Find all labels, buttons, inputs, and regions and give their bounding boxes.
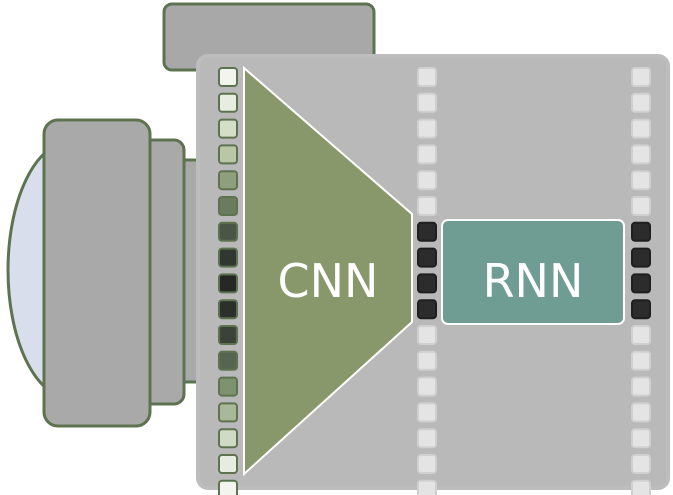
input-pixel-cell: [218, 118, 238, 139]
cnn-feature-cell: [417, 350, 437, 371]
rnn-output-cell: [631, 144, 651, 165]
input-pixel-cell: [218, 299, 238, 320]
input-pixel-cell: [218, 479, 238, 495]
rnn-output-cell: [631, 247, 651, 268]
rnn-output-cell: [631, 92, 651, 113]
rnn-output-cell: [631, 350, 651, 371]
rnn-output-cell: [631, 402, 651, 423]
cnn-feature-cell: [417, 92, 437, 113]
cnn-feature-cell: [417, 428, 437, 449]
rnn-output-cell: [631, 428, 651, 449]
input-pixel-cell: [218, 325, 238, 345]
cnn-feature-cell: [417, 221, 437, 242]
input-pixel-cell: [218, 221, 238, 242]
cnn-feature-cell: [417, 402, 437, 423]
input-pixel-cell: [218, 454, 238, 474]
cnn-feature-cell: [417, 118, 437, 139]
lens-ring-outer: [42, 118, 152, 428]
cnn-block: [243, 65, 413, 477]
rnn-output-cell: [631, 325, 651, 345]
cnn-feature-cell: [417, 196, 437, 216]
input-pixel-cell: [218, 428, 238, 449]
rnn-output-column: [631, 67, 651, 495]
input-pixel-cell: [218, 376, 238, 397]
cnn-feature-cell: [417, 325, 437, 345]
cnn-feature-cell: [417, 376, 437, 397]
rnn-label: RNN: [483, 254, 584, 308]
rnn-output-cell: [631, 67, 651, 87]
cnn-feature-cell: [417, 67, 437, 87]
input-pixel-cell: [218, 144, 238, 165]
input-pixel-column: [218, 67, 238, 495]
rnn-block: [441, 219, 625, 325]
cnn-label: CNN: [278, 254, 379, 308]
rnn-output-cell: [631, 479, 651, 495]
input-pixel-cell: [218, 196, 238, 216]
cnn-feature-cell: [417, 247, 437, 268]
cnn-feature-cell: [417, 454, 437, 474]
input-pixel-cell: [218, 170, 238, 191]
input-pixel-cell: [218, 67, 238, 87]
rnn-output-cell: [631, 221, 651, 242]
rnn-output-cell: [631, 376, 651, 397]
cnn-feature-cell: [417, 144, 437, 165]
cnn-feature-cell: [417, 299, 437, 320]
input-pixel-cell: [218, 92, 238, 113]
cnn-feature-cell: [417, 479, 437, 495]
rnn-output-cell: [631, 196, 651, 216]
rnn-output-cell: [631, 170, 651, 191]
rnn-output-cell: [631, 299, 651, 320]
cnn-output-column: [417, 67, 437, 495]
rnn-output-cell: [631, 118, 651, 139]
input-pixel-cell: [218, 273, 238, 294]
input-pixel-cell: [218, 247, 238, 268]
input-pixel-cell: [218, 350, 238, 371]
rnn-output-cell: [631, 454, 651, 474]
cnn-feature-cell: [417, 273, 437, 294]
rnn-output-cell: [631, 273, 651, 294]
cnn-feature-cell: [417, 170, 437, 191]
input-pixel-cell: [218, 402, 238, 423]
